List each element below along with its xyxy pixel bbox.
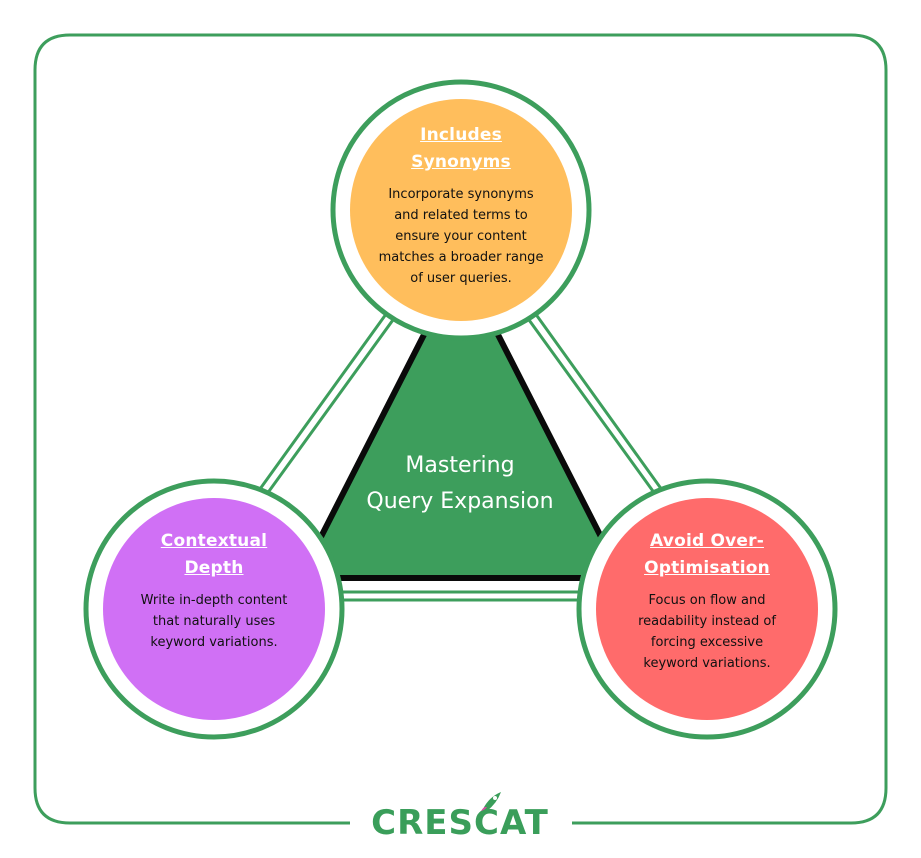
node-top-body-line: and related terms to [394, 208, 528, 223]
node-top-fill [350, 99, 572, 321]
node-top-body: Incorporate synonyms and related terms t… [361, 184, 561, 289]
node-left-title-line1: Contextual [160, 531, 268, 551]
node-left: Contextual Depth Write in-depth content … [114, 528, 314, 653]
node-left-body-line: keyword variations. [150, 635, 278, 650]
node-top-body-line: matches a broader range [378, 250, 544, 265]
node-top-title: Includes Synonyms [361, 122, 561, 176]
node-right-body: Focus on flow and readability instead of… [607, 590, 807, 674]
node-left-fill [103, 498, 325, 720]
center-title-line1: Mastering [405, 453, 515, 478]
node-right-body-line: forcing excessive [650, 635, 764, 650]
node-top: Includes Synonyms Incorporate synonyms a… [361, 122, 561, 289]
center-title-line2: Query Expansion [366, 489, 554, 514]
node-right-body-line: Focus on flow and [648, 593, 766, 608]
node-left-body: Write in-depth content that naturally us… [114, 590, 314, 653]
node-left-title: Contextual Depth [114, 528, 314, 582]
node-right-body-line: keyword variations. [643, 656, 771, 671]
node-right: Avoid Over- Optimisation Focus on flow a… [607, 528, 807, 674]
node-top-title-line1: Includes [420, 125, 502, 145]
logo-wordmark: CRESCAT [371, 803, 549, 843]
node-top-body-line: of user queries. [410, 271, 512, 286]
triangle-outer-outline [178, 208, 743, 602]
node-right-title: Avoid Over- Optimisation [607, 528, 807, 582]
node-right-fill [596, 498, 818, 720]
crescat-logo: CRESCAT [362, 792, 558, 846]
center-title: Mastering Query Expansion [330, 448, 590, 520]
logo-text: CRESCAT [371, 792, 549, 843]
rocket-icon [481, 792, 502, 811]
node-right-body-line: readability instead of [638, 614, 776, 629]
node-left-body-line: that naturally uses [152, 614, 276, 629]
node-top-body-line: Incorporate synonyms [388, 187, 534, 202]
node-top-title-line2: Synonyms [411, 152, 511, 172]
node-left-title-line2: Depth [184, 558, 244, 578]
node-right-title-line1: Avoid Over- [650, 531, 764, 551]
outer-frame [33, 33, 888, 825]
triangle-inner [295, 255, 627, 581]
node-top-body-line: ensure your content [395, 229, 527, 244]
node-right-title-line2: Optimisation [644, 558, 770, 578]
node-left-body-line: Write in-depth content [140, 593, 288, 608]
